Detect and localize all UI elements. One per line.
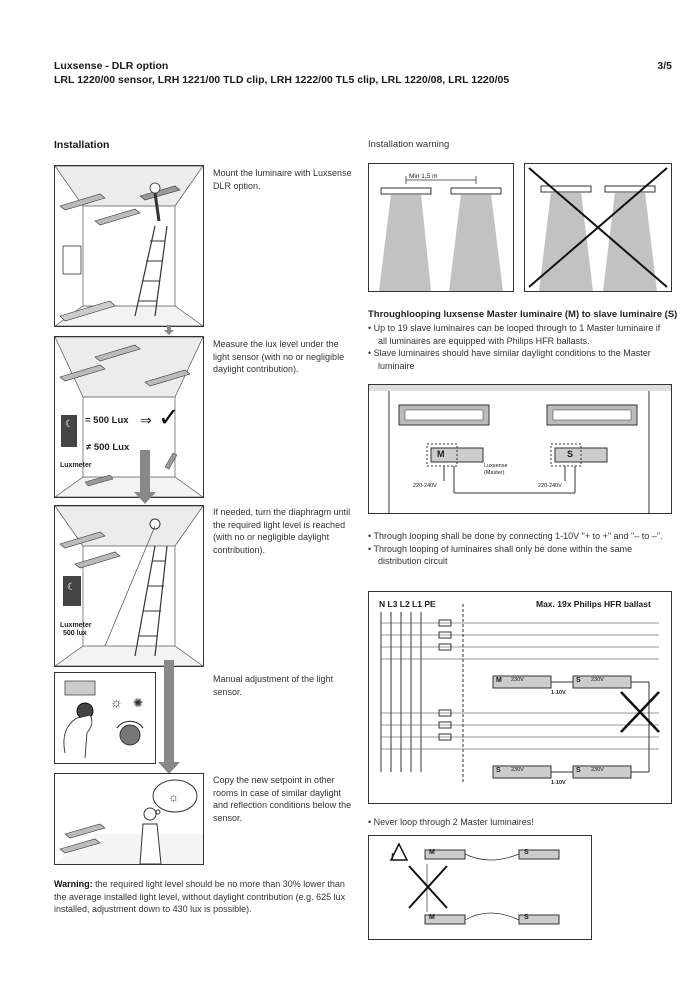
step2-text: Measure the lux level under the light se… [213, 338, 353, 376]
step4-text: Manual adjustment of the light sensor. [213, 673, 353, 698]
wiring-dim-label: 1-10V [551, 780, 566, 786]
master-slave-diagram [368, 384, 672, 514]
bullet-item: • Slave luminaires should have similar d… [368, 347, 668, 372]
bullet-item: • Through looping shall be done by conne… [368, 530, 668, 543]
never-master-letter: M [429, 849, 435, 856]
wiring-slave-letter: S [576, 677, 581, 684]
luxsense-label: Luxsense [484, 463, 508, 469]
wiring-max-label: Max. 19x Philips HFR ballast [536, 599, 651, 609]
throughlooping-bullets: • Up to 19 slave luminaires can be loope… [368, 322, 668, 372]
step1-text: Mount the luminaire with Luxsense DLR op… [213, 167, 353, 192]
never-slave-letter: S [524, 849, 529, 856]
warning-text: the required light level should be no mo… [54, 879, 345, 914]
page-number: 3/5 [632, 60, 672, 72]
bullet-item: • Up to 19 slave luminaires can be loope… [368, 322, 668, 347]
bullet-item: • Through looping of luminaires shall on… [368, 543, 668, 568]
wiring-slave-letter: S [496, 767, 501, 774]
wiring-voltage: 230V [511, 677, 524, 683]
wiring-voltage: 230V [511, 767, 524, 773]
document-title: Luxsense - DLR option [54, 60, 168, 72]
voltage-label: 220-240V [413, 483, 437, 489]
voltage-label: 220-240V [538, 483, 562, 489]
step4-illustration: ☼ ✺ [54, 672, 156, 764]
throughlooping-heading: Throughlooping luxsense Master luminaire… [368, 309, 677, 320]
never-master-letter: M [429, 914, 435, 921]
never-slave-letter: S [524, 914, 529, 921]
wiring-voltage: 230V [591, 767, 604, 773]
luxmeter-label: Luxmeter [60, 622, 92, 629]
bullet-item: • Never loop through 2 Master luminaires… [368, 816, 668, 829]
step3-illustration: ☾ [54, 505, 204, 667]
slave-letter: S [567, 449, 573, 459]
never-loop-note: • Never loop through 2 Master luminaires… [368, 816, 668, 829]
step2-illustration: ☾ [54, 336, 204, 498]
installation-heading: Installation [54, 139, 109, 151]
document-subtitle: LRL 1220/00 sensor, LRH 1221/00 TLD clip… [54, 74, 509, 86]
warning-label: Warning: [54, 879, 93, 889]
step5-illustration: ☼ [54, 773, 204, 865]
warning-correct-illustration [368, 163, 514, 292]
wiring-voltage: 230V [591, 677, 604, 683]
check-icon: ✓ [158, 404, 180, 430]
luxmeter-value: 500 lux [63, 630, 87, 637]
svg-text:✺: ✺ [133, 696, 143, 710]
step5-text: Copy the new setpoint in other rooms in … [213, 774, 353, 824]
warning-triangle-icon: ! [391, 852, 394, 861]
step1-illustration [54, 165, 204, 327]
warning-incorrect-illustration [524, 163, 672, 292]
step3-text: If needed, turn the diaphragm until the … [213, 506, 353, 556]
lux-equal-label: = 500 Lux [85, 415, 129, 426]
master-label: (Master) [484, 470, 504, 476]
luxmeter-label: Luxmeter [60, 462, 92, 469]
master-letter: M [437, 449, 445, 459]
warning-paragraph: Warning: the required light level should… [54, 878, 354, 916]
arrow-down-icon [134, 492, 156, 504]
min-distance-label: Min 1,5 m [409, 173, 438, 180]
arrow-shaft [140, 450, 150, 494]
wiring-dim-label: 1-10V [551, 690, 566, 696]
svg-text:☼: ☼ [168, 790, 179, 804]
wiring-phase-labels: N L3 L2 L1 PE [379, 599, 436, 609]
svg-text:☼: ☼ [110, 694, 123, 710]
wiring-master-letter: M [496, 677, 502, 684]
svg-text:☾: ☾ [67, 582, 76, 593]
throughlooping-rules: • Through looping shall be done by conne… [368, 530, 668, 568]
arrow-right-icon: ⇒ [140, 412, 152, 429]
lux-not-equal-label: ≠ 500 Lux [86, 442, 129, 453]
svg-text:☾: ☾ [65, 419, 74, 430]
never-loop-diagram [368, 835, 592, 940]
arrow-shaft [164, 660, 174, 764]
wiring-slave-letter: S [576, 767, 581, 774]
installation-warning-heading: Installation warning [368, 139, 449, 150]
